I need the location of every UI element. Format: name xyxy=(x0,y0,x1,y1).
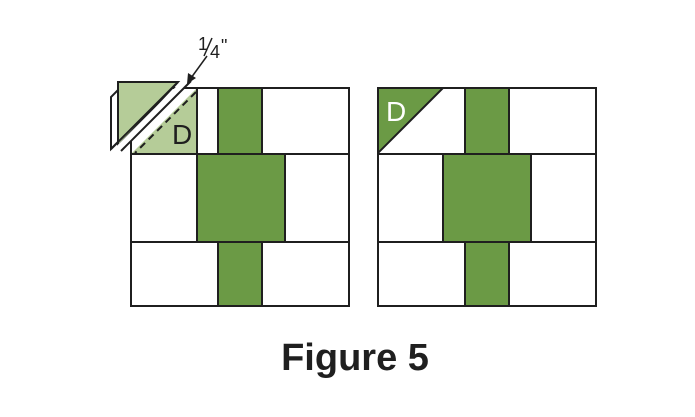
left-seam-dashed-line xyxy=(134,91,197,154)
measurement-fraction-slash xyxy=(203,37,213,57)
measurement-whole: 1 xyxy=(198,34,208,54)
measurement-unit: " xyxy=(221,36,227,56)
left-center-square xyxy=(196,153,286,243)
left-top-stripe xyxy=(217,87,263,155)
right-center-square xyxy=(442,153,532,243)
left-patch-label: D xyxy=(172,119,192,150)
right-patch-label: D xyxy=(386,96,406,127)
right-block xyxy=(377,87,597,307)
right-bottom-stripe xyxy=(464,241,510,307)
left-block xyxy=(130,87,350,307)
left-folded-triangle xyxy=(110,76,192,154)
measurement-denominator: 4 xyxy=(210,42,220,62)
measurement-arrow xyxy=(187,55,208,84)
left-bottom-stripe xyxy=(217,241,263,307)
figure-caption: Figure 5 xyxy=(281,337,429,379)
left-block-outline xyxy=(130,87,350,307)
right-top-stripe xyxy=(464,87,510,155)
right-block-outline xyxy=(377,87,597,307)
